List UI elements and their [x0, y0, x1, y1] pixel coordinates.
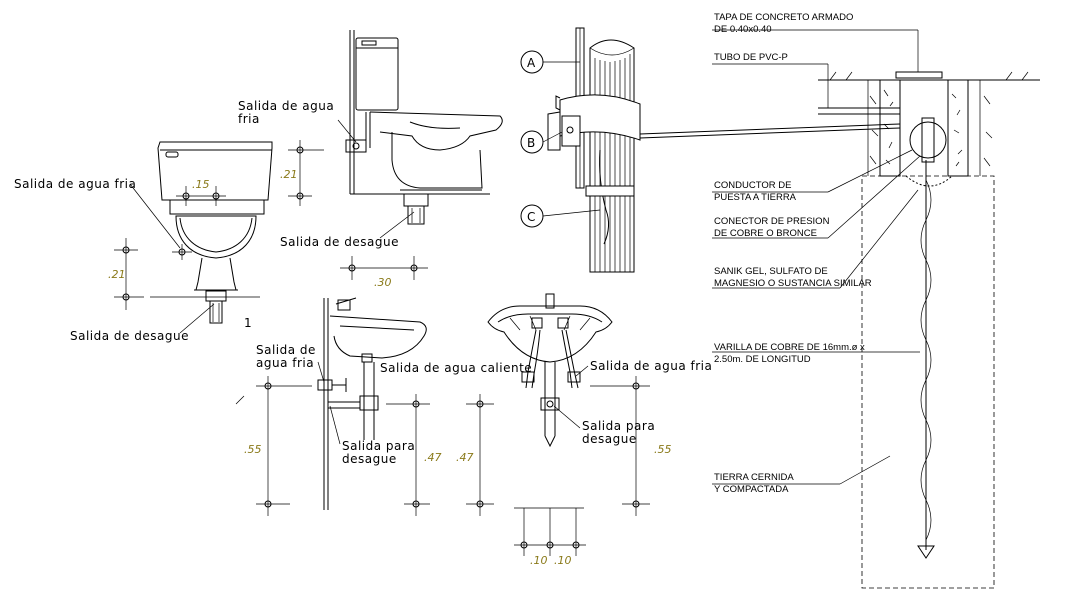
toilet-side-view — [288, 30, 503, 280]
sink-hot-label: Salida de agua caliente — [380, 361, 532, 375]
sink-front-view — [466, 293, 650, 556]
dim-47-left: .47 — [424, 451, 442, 464]
dim-30: .30 — [374, 276, 392, 289]
marker-c: C — [527, 210, 535, 224]
dim-15: .15 — [192, 178, 210, 191]
sink-front-cold-label: Salida de agua fria — [590, 359, 712, 373]
dim-55-left: .55 — [244, 443, 262, 456]
marker-one: 1 — [244, 316, 252, 330]
dim-10-right: .10 — [554, 554, 572, 567]
dim-21-front: .21 — [108, 268, 126, 281]
toilet-front-view — [114, 141, 273, 334]
grounding-pit-section — [712, 29, 1040, 589]
dim-55-right: .55 — [654, 443, 672, 456]
dim-21-side: .21 — [280, 168, 298, 181]
pole-clamp-detail — [520, 27, 901, 273]
toilet-front-drain-label: Salida de desague — [70, 329, 189, 343]
toilet-front-cold-label: Salida de agua fria — [14, 177, 136, 191]
sink-side-view — [235, 297, 430, 516]
dim-47-right: .47 — [456, 451, 474, 464]
dim-10-left: .10 — [530, 554, 548, 567]
marker-a: A — [527, 56, 536, 70]
tubo-label: TUBO DE PVC-P — [714, 52, 788, 63]
marker-b: B — [527, 136, 535, 150]
toilet-side-drain-label: Salida de desague — [280, 235, 399, 249]
